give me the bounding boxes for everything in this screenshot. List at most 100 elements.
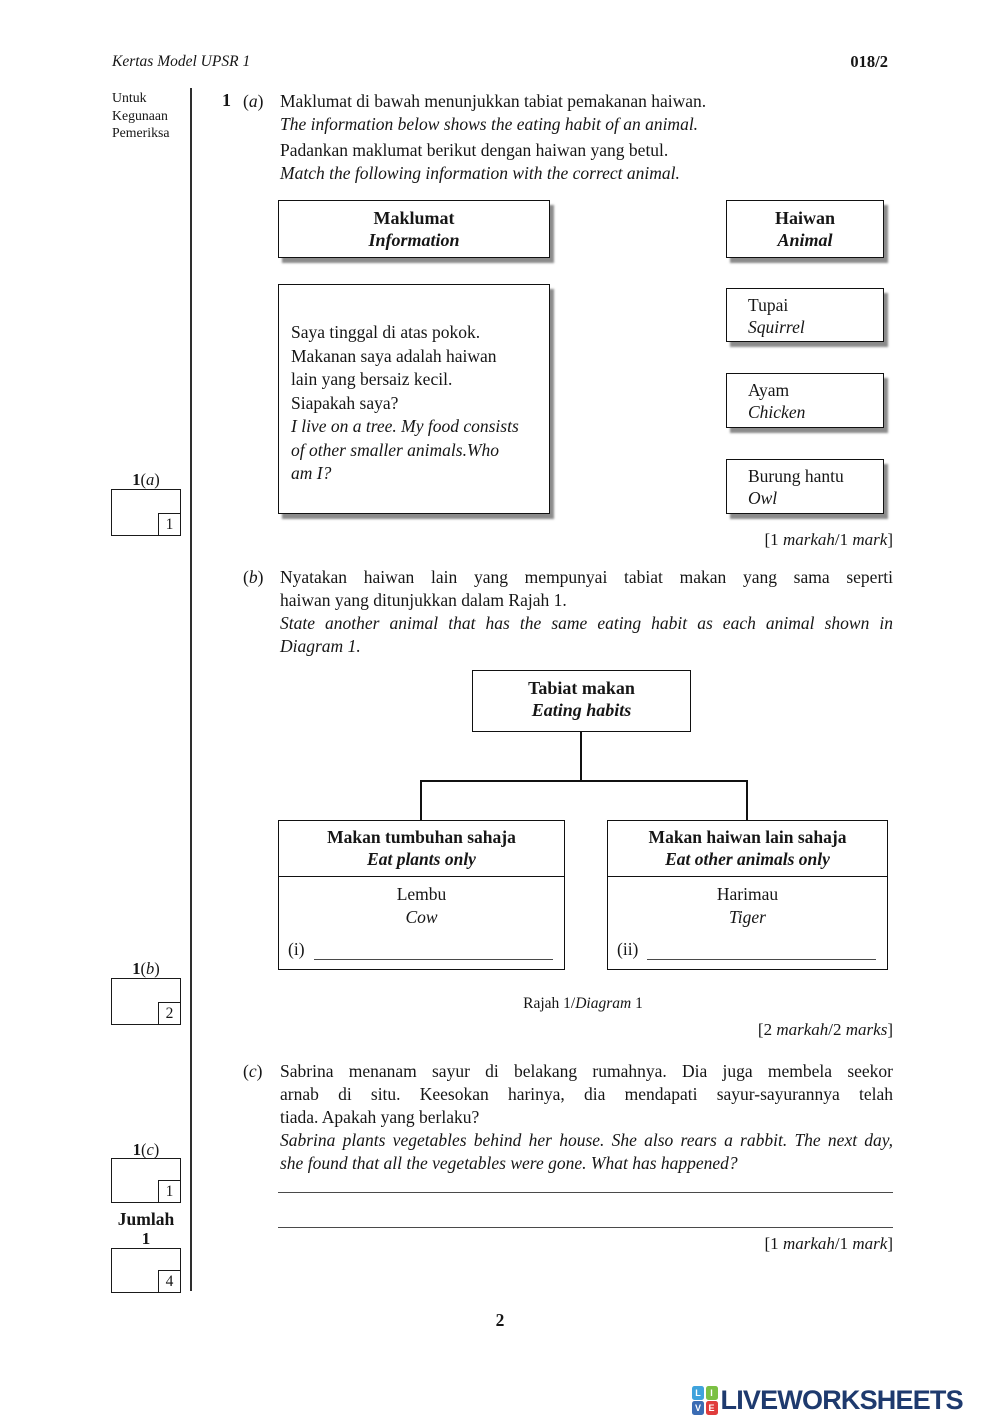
- clue-box[interactable]: Saya tinggal di atas pokok. Makanan saya…: [278, 284, 550, 514]
- option-box-owl[interactable]: Burung hantu Owl: [726, 459, 884, 514]
- clue-ms-line: Saya tinggal di atas pokok.: [291, 322, 481, 342]
- option-ms: Tupai: [748, 295, 789, 315]
- booklet-title: Kertas Model UPSR 1: [112, 53, 251, 70]
- score-max-total: 4: [158, 1270, 181, 1293]
- score-box-total: 4: [111, 1248, 181, 1293]
- option-box-chicken[interactable]: Ayam Chicken: [726, 373, 884, 428]
- clue-ms-line: lain yang bersaiz kecil.: [291, 369, 453, 389]
- clue-ms-line: Siapakah saya?: [291, 392, 399, 413]
- logo-tile-e: E: [705, 1401, 718, 1416]
- total-label: Jumlah: [117, 1209, 175, 1229]
- liveworksheets-logo[interactable]: L I V E LIVEWORKSHEETS: [692, 1385, 964, 1416]
- part-c-task-ms-line: Sabrina menanam sayur di belakang rumahn…: [280, 1061, 893, 1081]
- part-b-task-en-line: Diagram 1.: [280, 636, 361, 656]
- part-c-task: Sabrina menanam sayur di belakang rumahn…: [280, 1060, 893, 1175]
- diagram-root-ms: Tabiat makan: [528, 678, 635, 698]
- score-label-1a: 1(a): [132, 470, 160, 489]
- example-en: Cow: [405, 907, 438, 927]
- logo-tile-l: L: [692, 1385, 704, 1400]
- haiwan-title-en: Animal: [777, 230, 833, 250]
- example-ms: Lembu: [396, 884, 447, 904]
- answer-blank-ii[interactable]: [647, 944, 876, 960]
- answer-blank-i[interactable]: [313, 944, 553, 960]
- maklumat-title-en: Information: [368, 230, 460, 250]
- part-a-intro-en: The information below shows the eating h…: [280, 114, 699, 134]
- haiwan-title-ms: Haiwan: [774, 208, 835, 228]
- part-c-task-ms-line: tiada. Apakah yang berlaku?: [280, 1107, 480, 1127]
- part-b-label: (b): [243, 567, 264, 587]
- answer-line-2[interactable]: [278, 1227, 893, 1228]
- score-box-1a: 1: [111, 489, 181, 536]
- part-c-label: (c): [243, 1061, 263, 1081]
- example-ms: Harimau: [716, 884, 779, 904]
- part-a-task: Padankan maklumat berikut dengan haiwan …: [280, 139, 893, 185]
- marks-part-b: [2 markah/2 marks]: [757, 1020, 893, 1039]
- blank-label-ii: (ii): [617, 939, 639, 959]
- score-max-1a: 1: [158, 513, 181, 536]
- category-plants-example: Lembu Cow: [279, 877, 564, 929]
- category-plants-title-ms: Makan tumbuhan sahaja: [327, 827, 516, 847]
- category-animals-title-ms: Makan haiwan lain sahaja: [648, 827, 847, 847]
- diagram-root-en: Eating habits: [531, 700, 632, 720]
- category-plants-title-en: Eat plants only: [367, 849, 476, 869]
- score-box-1b: 2: [111, 978, 181, 1025]
- marks-part-a: [1 markah/1 mark]: [764, 530, 893, 549]
- maklumat-title-ms: Maklumat: [373, 208, 455, 228]
- connector-line: [420, 780, 422, 820]
- examiner-note: Untuk Kegunaan Pemeriksa: [112, 89, 169, 142]
- logo-wordmark: LIVEWORKSHEETS: [720, 1385, 964, 1415]
- category-box-plants: Makan tumbuhan sahaja Eat plants only Le…: [278, 820, 565, 970]
- category-animals-title-en: Eat other animals only: [665, 849, 830, 869]
- clue-en-line: of other smaller animals.Who: [291, 439, 500, 460]
- margin-divider-rule: [190, 88, 192, 1291]
- part-a-task-en: Match the following information with the…: [280, 163, 680, 183]
- score-label-1c: 1(c): [132, 1140, 160, 1159]
- logo-tile-i: I: [705, 1385, 718, 1400]
- haiwan-header-box: Haiwan Animal: [726, 200, 884, 258]
- part-c-task-en-line: Sabrina plants vegetables behind her hou…: [280, 1130, 893, 1150]
- option-ms: Ayam: [748, 380, 790, 400]
- part-b-task-ms-line: haiwan yang ditunjukkan dalam Rajah 1.: [280, 590, 567, 610]
- total-question-number: 1: [141, 1229, 151, 1248]
- part-a-label: (a): [243, 91, 264, 111]
- clue-en-line: I live on a tree. My food consists: [291, 416, 519, 436]
- answer-line-1[interactable]: [278, 1192, 893, 1193]
- page-number: 2: [495, 1310, 505, 1330]
- score-label-1b: 1(b): [132, 959, 160, 978]
- part-c-task-en-line: she found that all the vegetables were g…: [280, 1153, 738, 1173]
- example-en: Tiger: [729, 907, 766, 927]
- option-ms: Burung hantu: [748, 466, 844, 486]
- diagram-root-box: Tabiat makan Eating habits: [472, 670, 691, 732]
- part-a-intro-ms: Maklumat di bawah menunjukkan tabiat pem…: [280, 91, 707, 111]
- answer-blank-i-row: (i): [288, 939, 553, 960]
- score-max-1c: 1: [158, 1180, 181, 1203]
- part-a-intro: Maklumat di bawah menunjukkan tabiat pem…: [280, 90, 893, 136]
- paper-code: 018/2: [850, 52, 888, 71]
- category-box-animals: Makan haiwan lain sahaja Eat other anima…: [607, 820, 888, 970]
- connector-line: [746, 780, 748, 820]
- connector-line: [420, 780, 748, 782]
- option-box-squirrel[interactable]: Tupai Squirrel: [726, 288, 884, 342]
- part-b-task-ms-line: Nyatakan haiwan lain yang mempunyai tabi…: [280, 567, 893, 587]
- option-en: Squirrel: [748, 317, 805, 337]
- part-c-task-ms-line: arnab di situ. Keesokan harinya, dia men…: [280, 1084, 893, 1104]
- examiner-note-line: Pemeriksa: [112, 125, 170, 140]
- logo-tiles-icon: L I V E: [692, 1385, 718, 1416]
- part-a-task-ms: Padankan maklumat berikut dengan haiwan …: [280, 140, 669, 160]
- score-max-1b: 2: [158, 1002, 181, 1025]
- question-number: 1: [222, 90, 231, 110]
- part-b-task: Nyatakan haiwan lain yang mempunyai tabi…: [280, 566, 893, 658]
- option-en: Chicken: [748, 402, 806, 422]
- clue-ms-line: Makanan saya adalah haiwan: [291, 345, 497, 366]
- category-plants-title: Makan tumbuhan sahaja Eat plants only: [279, 821, 564, 877]
- examiner-note-line: Untuk: [112, 90, 147, 105]
- marks-part-c: [1 markah/1 mark]: [764, 1234, 893, 1253]
- clue-en-line: am I?: [291, 463, 332, 483]
- blank-label-i: (i): [288, 939, 305, 959]
- answer-blank-ii-row: (ii): [617, 939, 876, 960]
- category-animals-title: Makan haiwan lain sahaja Eat other anima…: [608, 821, 887, 877]
- option-en: Owl: [748, 488, 778, 508]
- diagram-caption: Rajah 1/Diagram 1: [523, 995, 643, 1012]
- connector-line: [580, 732, 582, 780]
